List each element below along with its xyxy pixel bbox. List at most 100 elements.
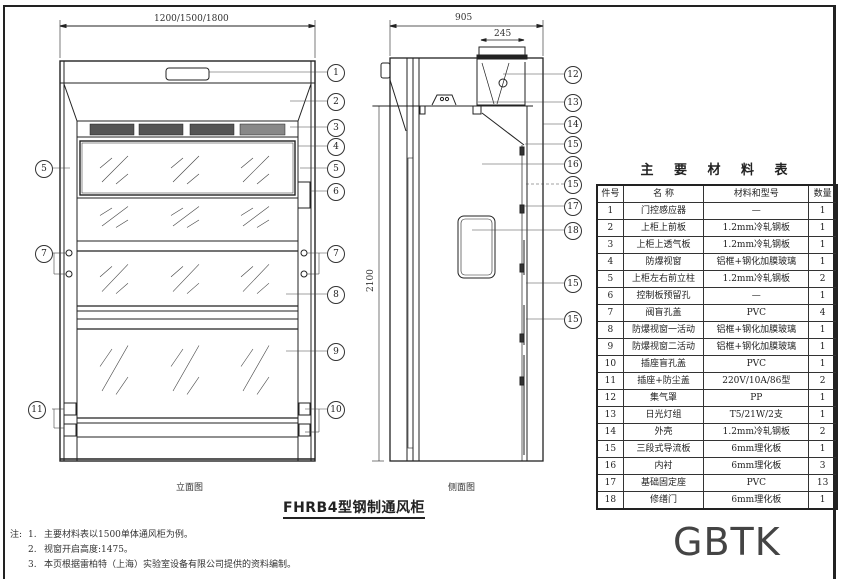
drawing-title: FHRB4型钢制通风柜 [283, 500, 425, 519]
callout-4: 4 [327, 138, 345, 156]
note-text: 本页根据雷柏特（上海）实验室设备有限公司提供的资料编制。 [44, 560, 297, 570]
glass-hatch-line [101, 155, 129, 183]
notes-label: 注: [10, 530, 23, 540]
glass-hatch-line [256, 219, 270, 228]
cell-material: 6mm理化板 [703, 457, 810, 475]
cell-name: 插座盲孔盖 [622, 355, 705, 373]
callout-9: 9 [327, 343, 345, 361]
control-panel-hole [297, 181, 311, 209]
cell-name: 外壳 [622, 423, 705, 441]
cell-name: 防爆视窗 [622, 253, 705, 271]
cell-part-no: 13 [596, 406, 624, 424]
valve-hole [300, 270, 308, 278]
cell-part-no: 18 [596, 491, 624, 510]
cell-material: PVC [703, 355, 810, 373]
cell-part-no: 14 [596, 423, 624, 441]
header-name: 名 称 [622, 184, 705, 203]
side-view-caption: 侧面图 [448, 483, 476, 493]
side-view [373, 20, 544, 462]
glass-hatch-line [242, 206, 270, 227]
callout-15-c: 15 [564, 275, 582, 293]
cell-name: 阀盲孔盖 [622, 304, 705, 322]
glass-hatch-line [186, 219, 200, 228]
cell-material: 6mm理化板 [703, 440, 810, 458]
header-quantity: 数量 [808, 184, 838, 203]
callout-5-left: 5 [35, 160, 53, 178]
note-number: 1. [28, 530, 37, 540]
cell-part-no: 10 [596, 355, 624, 373]
glass-hatch-line [240, 157, 254, 169]
glass-hatch-line [240, 266, 254, 278]
cell-quantity: 1 [808, 321, 838, 339]
glass-hatch-line [240, 348, 254, 367]
socket-blind-cover [298, 423, 311, 437]
duct-width-dimension: 245 [494, 29, 512, 39]
callout-17: 17 [564, 198, 582, 216]
glass-hatch-line [99, 348, 113, 367]
cell-quantity: 1 [808, 202, 838, 220]
glass-hatch-line [186, 376, 200, 395]
side-depth-dimension: 905 [455, 13, 473, 23]
glass-hatch-line [172, 345, 200, 392]
cell-material: 1.2mm冷轧钢板 [703, 236, 810, 254]
cell-part-no: 2 [596, 219, 624, 237]
cell-material: 220V/10A/86型 [703, 372, 810, 390]
front-width-dimension: 1200/1500/1800 [154, 14, 229, 24]
glass-hatch-line [242, 345, 270, 392]
access-door [457, 215, 496, 279]
glass-hatch-line [186, 173, 200, 185]
callout-6: 6 [327, 183, 345, 201]
cell-part-no: 11 [596, 372, 624, 390]
cell-quantity: 1 [808, 406, 838, 424]
door-sensor [165, 67, 210, 81]
exhaust-hood [476, 59, 526, 106]
callout-2: 2 [327, 93, 345, 111]
lamp-group [431, 94, 457, 106]
callout-13: 13 [564, 94, 582, 112]
callout-5-right: 5 [327, 160, 345, 178]
cabinet-outline [59, 60, 316, 462]
callout-8: 8 [327, 286, 345, 304]
callout-7-left: 7 [35, 245, 53, 263]
vent-grilles [89, 123, 286, 136]
callout-16: 16 [564, 156, 582, 174]
glass-hatch-line [172, 155, 200, 183]
callout-15-d: 15 [564, 311, 582, 329]
cell-material: 1.2mm冷轧钢板 [703, 219, 810, 237]
glass-hatch-line [99, 157, 113, 169]
callout-10: 10 [327, 401, 345, 419]
callout-12: 12 [564, 66, 582, 84]
glass-hatch-line [256, 173, 270, 185]
cell-quantity: 2 [808, 423, 838, 441]
callout-1: 1 [327, 64, 345, 82]
cell-material: 6mm理化板 [703, 491, 810, 510]
cell-part-no: 7 [596, 304, 624, 322]
cell-material: 铝框+钢化加膜玻璃 [703, 321, 810, 339]
window-4 [79, 140, 296, 196]
glass-hatch-line [99, 207, 113, 216]
note-number: 2. [28, 545, 37, 555]
glass-hatch-line [256, 376, 270, 395]
materials-table-title: 主 要 材 料 表 [640, 163, 796, 178]
cell-material: PVC [703, 304, 810, 322]
cell-material: 铝框+钢化加膜玻璃 [703, 253, 810, 271]
glass-hatch-line [256, 282, 270, 294]
cell-quantity: 1 [808, 338, 838, 356]
cell-part-no: 12 [596, 389, 624, 407]
callout-3: 3 [327, 119, 345, 137]
callout-15-b: 15 [564, 176, 582, 194]
cell-material: 1.2mm冷轧钢板 [703, 423, 810, 441]
glass-hatch-line [242, 155, 270, 183]
cell-material: PVC [703, 474, 810, 492]
